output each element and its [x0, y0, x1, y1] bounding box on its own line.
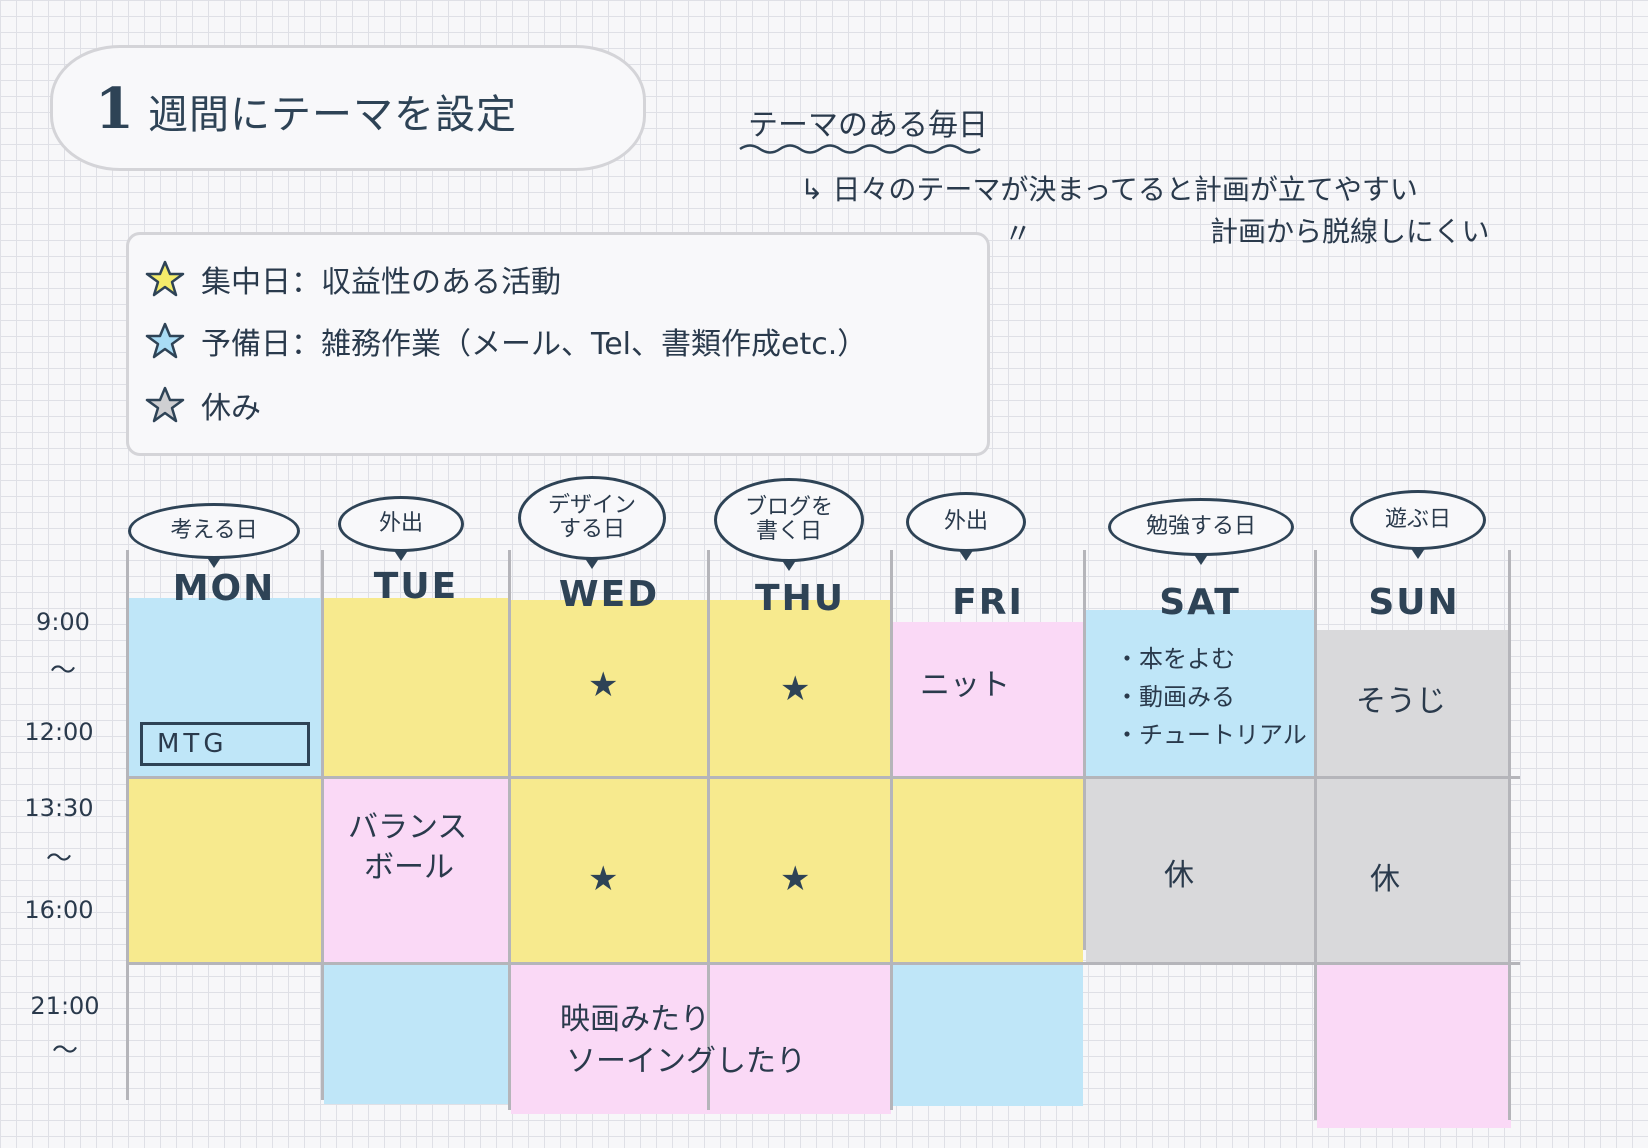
time-range-mark: 〜 — [49, 656, 76, 686]
grid-line — [508, 550, 511, 1110]
sat-afternoon-rest: 休 — [1164, 858, 1194, 893]
day-label-fri: FRI — [952, 582, 1024, 623]
wed-day-block — [511, 600, 707, 964]
fri-afternoon-block — [893, 778, 1083, 964]
legend-reserve-label: 予備日：雑務作業（メール、Tel、書類作成etc.） — [201, 327, 868, 362]
tue-afternoon-block — [324, 778, 508, 964]
note-line-1-text: 日々のテーマが決まってると計画が立てやすい — [832, 173, 1418, 206]
day-label-sun: SUN — [1368, 582, 1460, 623]
ditto-mark: 〃 — [1004, 217, 1033, 250]
theme-bubble-sun: 遊ぶ日 — [1350, 490, 1486, 559]
day-label-mon: MON — [172, 568, 276, 609]
grid-line — [1508, 550, 1511, 1120]
wavy-underline — [739, 144, 981, 154]
blue-star-icon — [145, 322, 185, 359]
sun-morning-activity: そうじ — [1356, 684, 1446, 719]
sun-evening-block — [1317, 964, 1511, 1128]
legend-rest-label: 休み — [201, 391, 261, 426]
grid-line — [1314, 550, 1317, 1120]
grid-line — [126, 550, 129, 1100]
sat-morning-list: ・本をよむ ・動画みる ・チュートリアル — [1115, 640, 1307, 754]
thu-afternoon-star-icon: ★ — [780, 859, 811, 899]
yellow-star-icon — [145, 260, 185, 297]
list-item: ・動画みる — [1115, 683, 1235, 711]
tue-activity-line-1: バランス — [348, 810, 468, 845]
time-12-00: 12:00 — [24, 718, 94, 746]
sun-afternoon-rest: 休 — [1370, 862, 1400, 897]
thu-day-block — [710, 600, 890, 964]
time-13-30: 13:30 — [24, 794, 94, 822]
title-text: 週間にテーマを設定 — [147, 92, 517, 138]
day-label-tue: TUE — [373, 566, 459, 607]
tue-evening-block — [324, 964, 508, 1104]
fri-morning-activity: ニット — [920, 668, 1010, 703]
note-line-1: ↳ 日々のテーマが決まってると計画が立てやすい — [800, 168, 1418, 208]
list-item: ・本をよむ — [1115, 645, 1235, 673]
time-21-00: 21:00 — [30, 992, 100, 1020]
day-label-thu: THU — [755, 578, 845, 619]
note-line-2: 計画から脱線しにくい — [1210, 215, 1490, 248]
day-label-wed: WED — [558, 574, 660, 615]
title-number: 1 — [95, 76, 134, 142]
mon-afternoon-block — [129, 778, 321, 964]
title-cloud — [50, 45, 646, 171]
grid-line — [707, 550, 710, 1110]
wed-afternoon-star-icon: ★ — [588, 859, 619, 899]
legend-rest-day: 休み — [145, 383, 261, 427]
return-arrow-icon: ↳ — [800, 173, 824, 206]
theme-bubble-mon: 考える日 — [128, 503, 300, 568]
tue-morning-block — [324, 598, 508, 778]
legend-focus-day: 集中日：収益性のある活動 — [145, 257, 561, 301]
gray-star-icon — [145, 386, 185, 423]
fri-evening-block — [893, 964, 1083, 1106]
sat-morning-block — [1086, 610, 1314, 778]
tue-activity-line-2: ボール — [364, 850, 454, 885]
theme-bubble-tue: 外出 — [338, 496, 464, 561]
time-range-mark: 〜 — [51, 1036, 78, 1066]
theme-bubble-thu: ブログを 書く日 — [714, 478, 864, 571]
mtg-label: MTG — [140, 722, 310, 766]
grid-line — [890, 550, 893, 1110]
fri-morning-block — [893, 622, 1083, 778]
grid-line — [126, 962, 1520, 965]
time-range-mark: 〜 — [45, 844, 72, 874]
grid-line — [321, 550, 324, 1100]
wed-thu-evening-block — [511, 964, 891, 1114]
sat-afternoon-block — [1086, 778, 1314, 964]
note-heading: テーマのある毎日 — [748, 108, 988, 143]
theme-bubble-sat: 勉強する日 — [1108, 498, 1294, 565]
theme-bubble-fri: 外出 — [906, 492, 1026, 561]
legend-reserve-day: 予備日：雑務作業（メール、Tel、書類作成etc.） — [145, 319, 867, 363]
page-title: 1 週間にテーマを設定 — [95, 76, 517, 142]
mon-morning-block — [129, 598, 321, 778]
day-label-sat: SAT — [1159, 582, 1241, 623]
time-9-00: 9:00 — [36, 608, 90, 636]
time-16-00: 16:00 — [24, 896, 94, 924]
sun-day-block — [1317, 630, 1511, 964]
grid-line — [1083, 550, 1086, 950]
wed-morning-star-icon: ★ — [588, 665, 619, 705]
theme-bubble-wed: デザイン する日 — [518, 476, 666, 569]
thu-morning-star-icon: ★ — [780, 669, 811, 709]
grid-line — [126, 776, 1520, 779]
legend-focus-label: 集中日：収益性のある活動 — [201, 265, 561, 300]
evening-activity-line-1: 映画みたり — [560, 1002, 710, 1037]
list-item: ・チュートリアル — [1115, 721, 1307, 749]
evening-activity-line-2: ソーイングしたり — [566, 1044, 806, 1079]
legend-box: 集中日：収益性のある活動 予備日：雑務作業（メール、Tel、書類作成etc.） … — [126, 232, 990, 456]
